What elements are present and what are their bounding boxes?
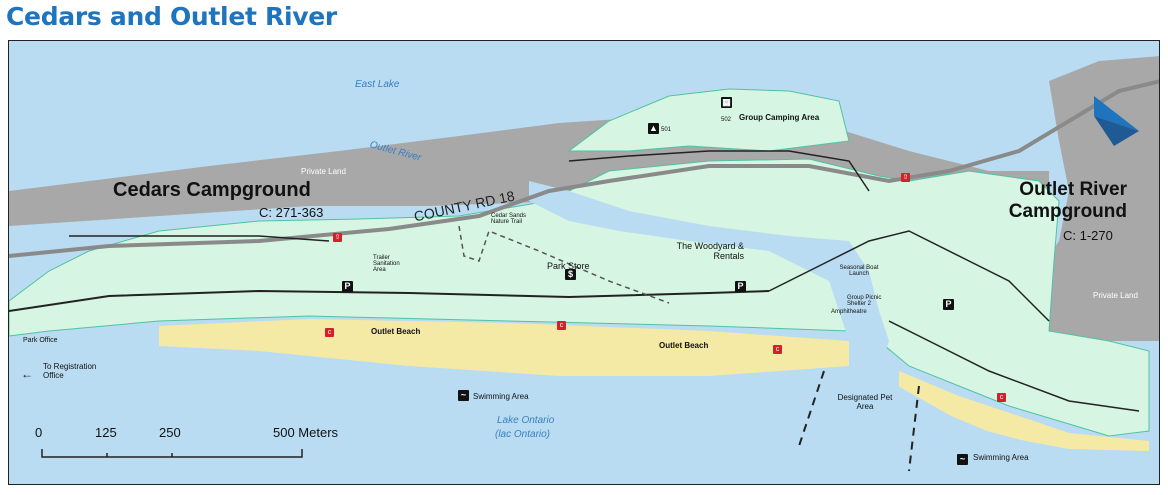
group-site-501[interactable]: 501 [661, 127, 672, 133]
east-lake-label: East Lake [355, 79, 400, 90]
boat-launch-label: Seasonal Boat Launch [839, 265, 879, 277]
parking-icon: P [943, 299, 954, 310]
scale-tick-125: 125 [95, 425, 117, 440]
private-land-label-1: Private Land [301, 167, 346, 176]
washroom-icon: ▦ [721, 97, 732, 108]
scale-tick-500: 500 Meters [273, 425, 339, 440]
phone-icon: c [557, 321, 566, 330]
cedars-campground-sites: C: 271-363 [259, 205, 324, 220]
registration-label[interactable]: To Registration Office [43, 362, 97, 380]
outlet-beach-label-2: Outlet Beach [659, 341, 709, 350]
swimming-area-label-1: Swimming Area [473, 392, 529, 401]
cedars-campground-name: Cedars Campground [113, 179, 311, 201]
lake-ontario-label: Lake Ontario [497, 415, 555, 426]
park-office-label: Park Office [23, 337, 58, 344]
lac-ontario-label: (lac Ontario) [495, 429, 551, 440]
amphitheatre-label: Amphitheatre [831, 309, 867, 315]
outlet-river-channel [529, 181, 889, 391]
outlet-campground-sites: C: 1-270 [1063, 228, 1113, 243]
parking-icon: P [735, 281, 746, 292]
private-land-label-2: Private Land [1093, 291, 1138, 300]
nature-trail-label: Cedar Sands Nature Trail [491, 213, 527, 225]
swimming-area-label-2: Swimming Area [973, 453, 1029, 462]
scale-tick-0: 0 [35, 425, 43, 440]
park-store-label: Park Store [547, 261, 590, 271]
picnic-shelter-label: Group Picnic Shelter 2 [847, 295, 882, 307]
scale-tick-250: 250 [159, 425, 181, 440]
entrance-icon: ⇧ [333, 233, 342, 242]
outlet-beach-label-1: Outlet Beach [371, 327, 421, 336]
entrance-icon: ⇧ [901, 173, 910, 182]
nature-trail-path [458, 225, 670, 304]
phone-icon: c [997, 393, 1006, 402]
group-camping-land [567, 88, 850, 152]
swimming-icon: ~ [957, 454, 968, 465]
east-beach-sand [899, 371, 1149, 451]
county-road [9, 79, 1159, 258]
outlet-campground-name: Outlet River Campground [1008, 179, 1127, 222]
map-canvas [9, 41, 1159, 484]
map-frame[interactable]: East Lake Outlet River Lake Ontario (lac… [8, 40, 1160, 485]
north-arrow-icon [1094, 96, 1139, 146]
store-icon: $ [565, 269, 576, 280]
phone-icon: c [773, 345, 782, 354]
arrow-left-icon: ← [21, 367, 33, 381]
pet-area-label: Designated Pet Area [837, 393, 893, 411]
page-title: Cedars and Outlet River [6, 2, 337, 31]
scale-bar [41, 449, 303, 458]
group-site-502[interactable]: 502 [721, 117, 732, 123]
woodyard-label: The Woodyard & Rentals [676, 241, 744, 261]
group-camping-label: Group Camping Area [739, 113, 820, 122]
phone-icon: c [325, 328, 334, 337]
parking-icon: P [342, 281, 353, 292]
trailer-station-label: Trailer Sanitation Area [373, 255, 400, 273]
swimming-icon: ~ [458, 390, 469, 401]
comfort-station-icon: ▲ [648, 123, 659, 134]
